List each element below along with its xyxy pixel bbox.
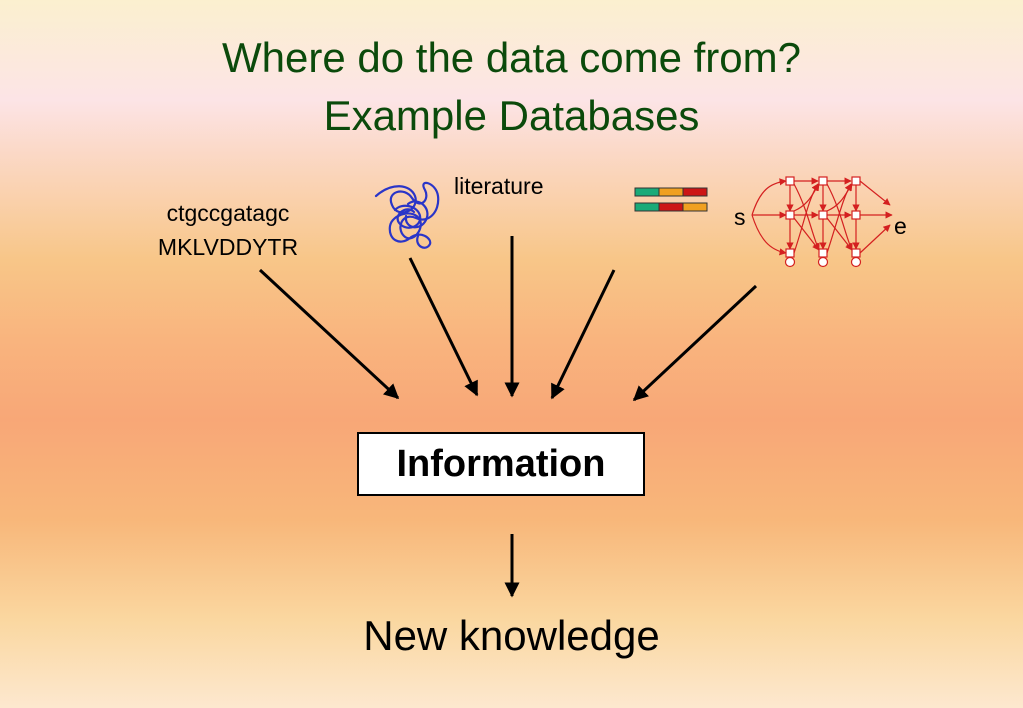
information-label: Information [396,442,606,485]
arrow-sequence [258,268,400,400]
arrow-structure [408,257,479,397]
arrow-expression [550,269,616,400]
pathway-end-label: e [894,213,907,239]
new-knowledge-label: New knowledge [363,612,660,659]
protein-sequence: MKLVDDYTR [157,234,299,260]
literature-label: literature [454,173,544,199]
pathway-start-label: s [734,204,746,230]
dna-sequence: ctgccgatagc [166,200,290,226]
arrow-pathway [632,284,758,402]
sequence-labels: ctgccgatagc MKLVDDYTR [128,196,328,264]
slide-subtitle: Example Databases [323,92,700,139]
slide-title: Where do the data come from? [222,34,801,81]
information-box: Information [357,432,645,496]
